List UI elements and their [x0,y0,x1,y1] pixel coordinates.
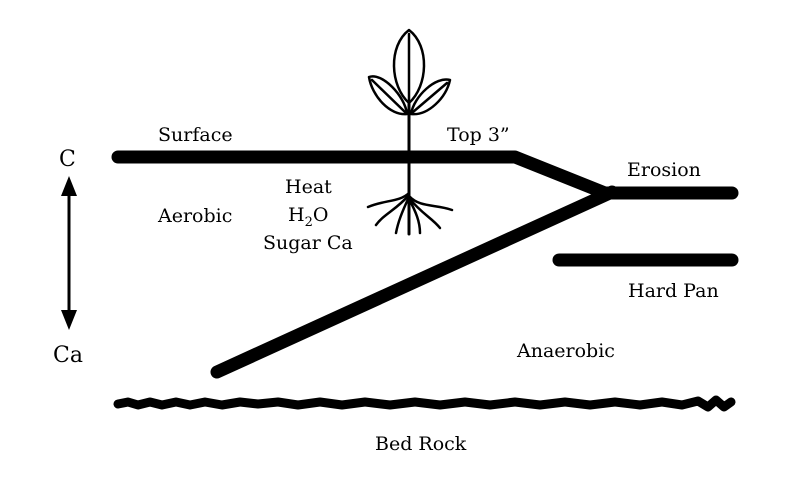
axis-bottom-label: Ca [53,343,83,368]
hard-pan-label: Hard Pan [628,280,719,302]
bed-rock-label: Bed Rock [375,433,467,455]
erosion-label: Erosion [627,159,701,181]
anaerobic-label: Anaerobic [516,340,615,362]
double-headed-vertical-arrow-icon [61,176,77,330]
heat-label: Heat [285,176,332,198]
plant-seedling-icon [366,28,454,236]
aerobic-label: Aerobic [157,205,232,227]
h2o-o: O [313,204,329,226]
surface-line [111,150,739,200]
h2o-label: H2O [288,204,328,230]
sugar-ca-label: Sugar Ca [263,232,353,254]
top-3-inch-label: Top 3” [447,124,510,146]
subsoil-boundary-line [210,185,619,379]
h2o-h: H [288,204,305,226]
surface-label: Surface [158,124,233,146]
h2o-subscript: 2 [305,215,313,230]
bed-rock-line [113,395,736,412]
axis-top-label: C [59,147,76,172]
